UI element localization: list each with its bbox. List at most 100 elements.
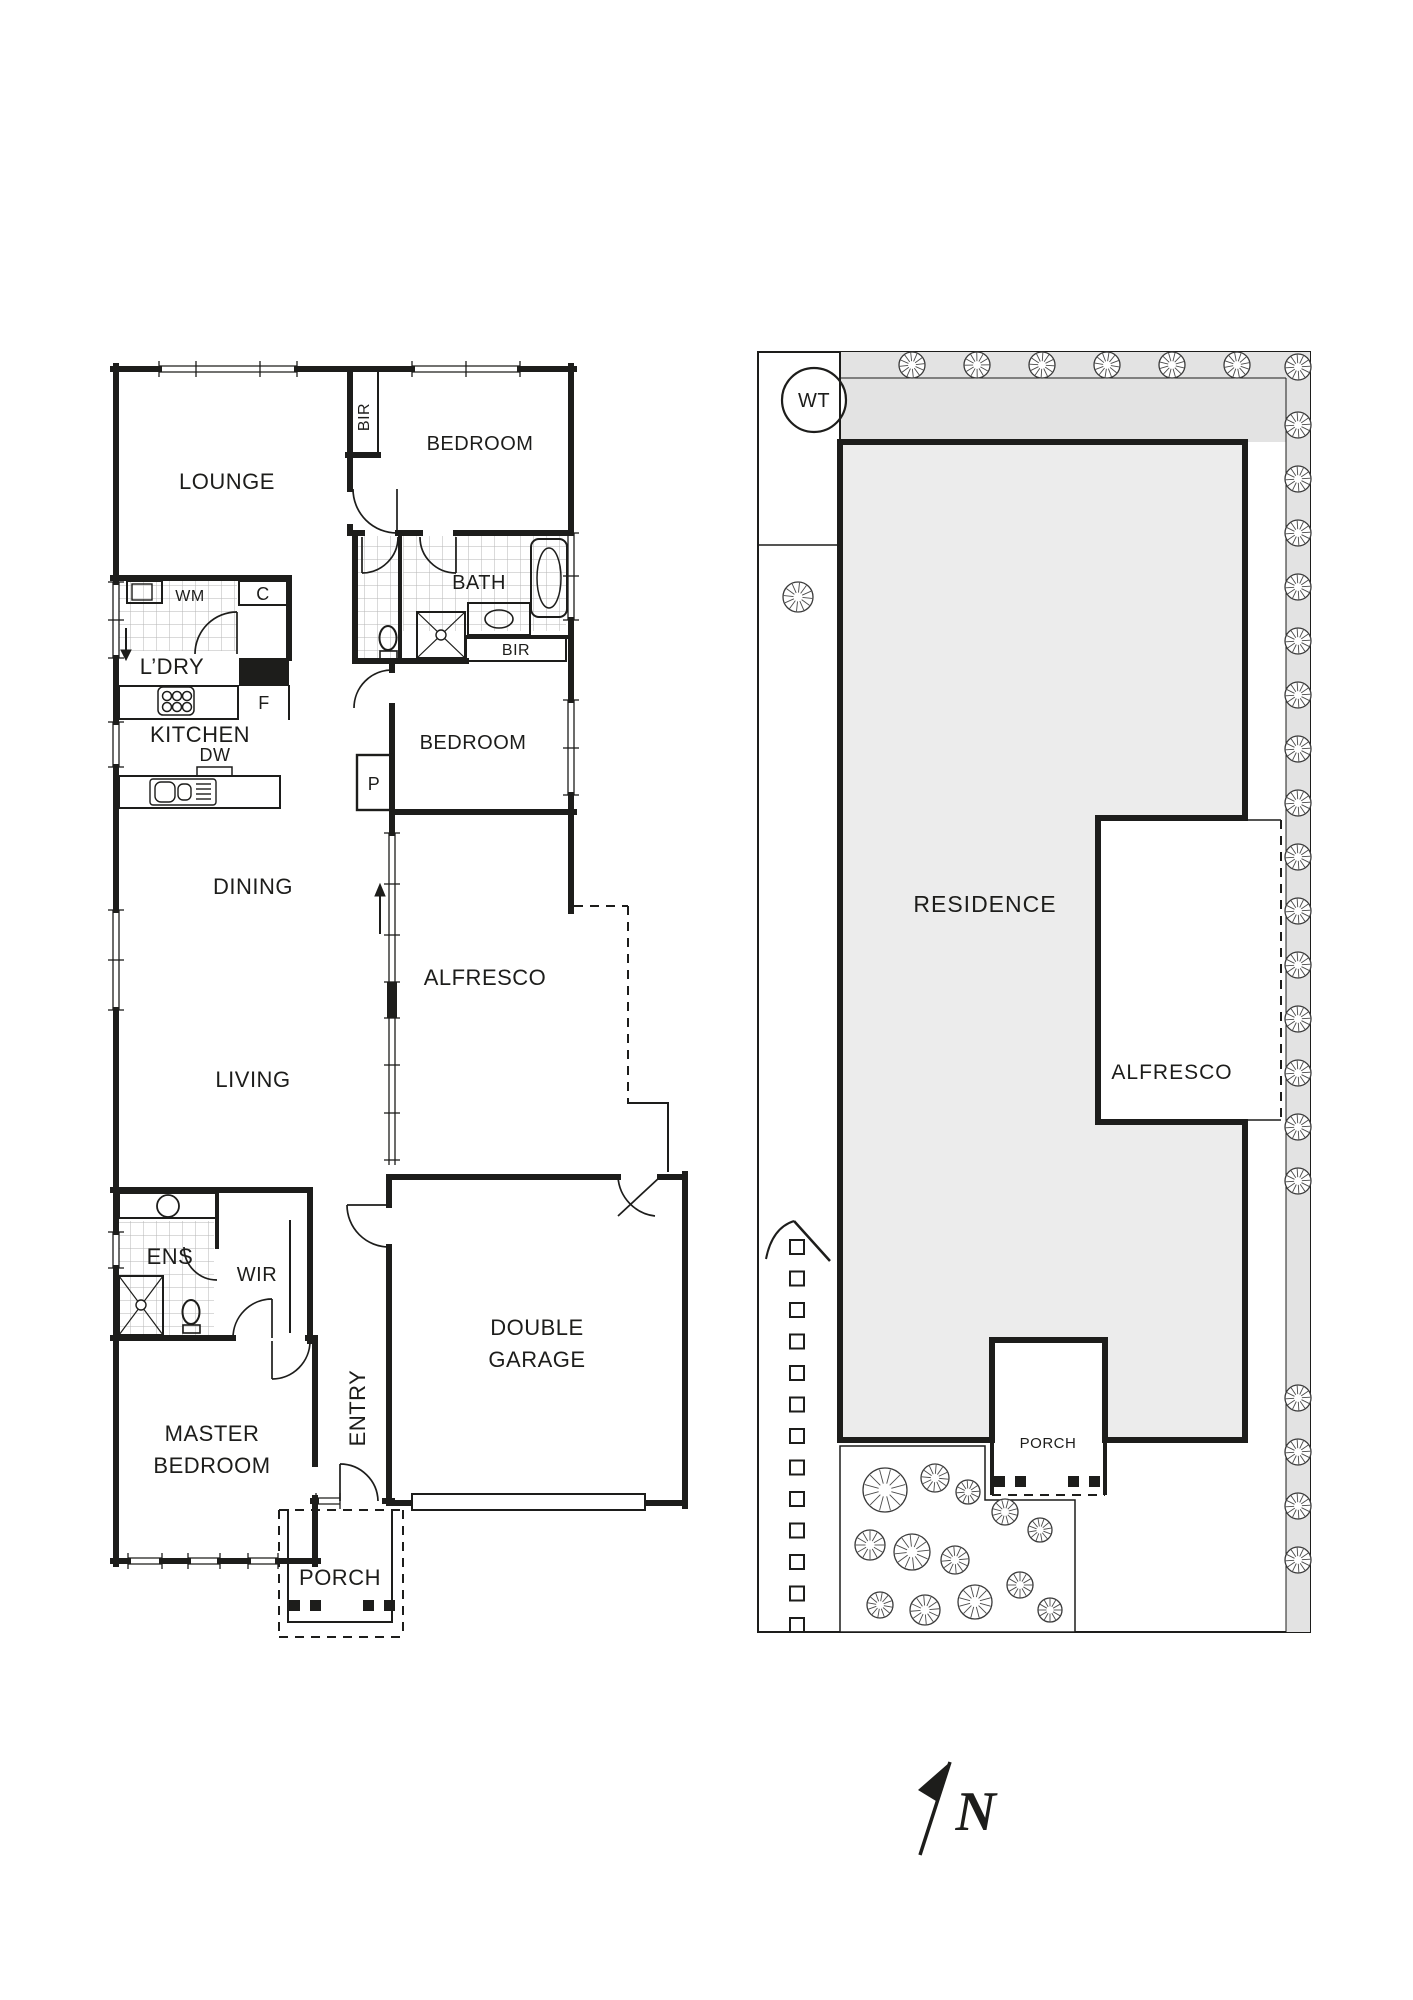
porch-label: PORCH [299, 1565, 381, 1590]
site-alfresco-label: ALFRESCO [1111, 1061, 1232, 1084]
tree-icon [957, 1584, 993, 1620]
tree-icon [782, 581, 814, 613]
bathtub-icon [530, 538, 568, 618]
tree-icon [1284, 519, 1312, 547]
ensuite-toilet-icon [181, 1299, 201, 1334]
tree-icon [1284, 411, 1312, 439]
site-plan [757, 351, 1312, 1633]
fixtures [118, 538, 568, 1336]
gate-icon [765, 1220, 831, 1262]
bir-top-label: BIR [356, 403, 373, 431]
tree-icon [1284, 1059, 1312, 1087]
site-porch-label: PORCH [1020, 1435, 1077, 1452]
cooktop-icon [157, 686, 195, 716]
master-label-2: BEDROOM [153, 1453, 270, 1478]
garage-label-2: GARAGE [488, 1347, 585, 1372]
tree-icon [1093, 351, 1121, 379]
ensuite-shower-icon [118, 1275, 164, 1336]
ensuite-vanity-icon [118, 1192, 218, 1219]
living-label: LIVING [215, 1067, 290, 1092]
dashed-outlines [278, 905, 629, 1638]
water-tank-icon [780, 366, 848, 434]
tree-icon [1006, 1571, 1034, 1599]
entry-label: ENTRY [345, 1370, 370, 1447]
wm-label: WM [175, 588, 204, 605]
tree-icon [1284, 1005, 1312, 1033]
tree-icon [1284, 843, 1312, 871]
fence-posts [789, 1239, 805, 1633]
bedroom-top-label: BEDROOM [427, 433, 534, 455]
tree-icon [1027, 1517, 1053, 1543]
master-label-1: MASTER [165, 1421, 260, 1446]
tree-icon [1284, 353, 1312, 381]
tree-icon [862, 1467, 908, 1513]
garage-label-1: DOUBLE [490, 1315, 583, 1340]
vanity-icon [467, 602, 531, 636]
toilet-icon [378, 625, 398, 660]
fridge-label: F [258, 693, 270, 713]
tree-icon [893, 1533, 931, 1571]
tree-icon [1037, 1597, 1063, 1623]
tree-icon [1284, 1438, 1312, 1466]
kitchen-label: KITCHEN [150, 722, 250, 747]
lounge-label: LOUNGE [179, 469, 275, 494]
tree-icon [1284, 1492, 1312, 1520]
bedroom-mid-label: BEDROOM [420, 732, 527, 754]
washing-machine-icon [126, 580, 163, 604]
island-bench [118, 775, 281, 809]
tree-icon [1158, 351, 1186, 379]
ensuite-label: ENS [147, 1244, 194, 1269]
tree-icon [898, 351, 926, 379]
north-label: N [955, 1781, 999, 1843]
dishwasher-label: DW [200, 745, 231, 765]
shower-icon [416, 611, 466, 659]
tree-icon [955, 1479, 981, 1505]
walls [110, 363, 688, 1567]
wir-label: WIR [237, 1264, 277, 1286]
site-alfresco-slab [1245, 819, 1282, 1121]
robe-box [465, 636, 567, 662]
labels: LOUNGE BEDROOM BIR BATH WM C L’DRY F KIT… [140, 390, 1232, 1590]
pantry-box [355, 753, 394, 812]
alfresco-door-arrow [374, 882, 386, 934]
tree-icon [866, 1591, 894, 1619]
tree-icon [940, 1545, 970, 1575]
bir-mid-label: BIR [502, 642, 530, 659]
wall-mass [239, 658, 289, 686]
tree-icon [1223, 351, 1251, 379]
residence-label: RESIDENCE [913, 891, 1056, 917]
tree-icon [1284, 1546, 1312, 1574]
tree-icon [1284, 465, 1312, 493]
dishwasher-box [196, 766, 233, 777]
slider-jamb [387, 982, 397, 1018]
tree-icon [1028, 351, 1056, 379]
north-arrow-icon: N [918, 1761, 999, 1856]
bath-label: BATH [452, 572, 506, 594]
tree-icon [909, 1594, 941, 1626]
tree-icon [991, 1498, 1019, 1526]
tree-icon [854, 1529, 886, 1561]
tree-icon [963, 351, 991, 379]
porch-pillars [289, 1476, 1100, 1611]
tree-icon [920, 1463, 950, 1493]
laundry-label: L’DRY [140, 654, 204, 679]
tree-icon [1284, 1113, 1312, 1141]
water-tank-label: WT [798, 390, 830, 412]
cupboard-label: C [256, 584, 270, 604]
tree-icon [1284, 627, 1312, 655]
site-porch [990, 1440, 1107, 1496]
tree-icon [1284, 1384, 1312, 1412]
tree-icon [1284, 573, 1312, 601]
tree-icon [1284, 789, 1312, 817]
pantry-label: P [368, 774, 381, 794]
floor-plan [108, 351, 1100, 1638]
tree-icon [1284, 681, 1312, 709]
cupboard-box [238, 580, 290, 606]
laundry-exit-arrow [120, 628, 132, 662]
tree-icon [1284, 897, 1312, 925]
tree-icon [1284, 951, 1312, 979]
door-swings [183, 488, 661, 1502]
alfresco-label: ALFRESCO [424, 965, 547, 990]
dining-label: DINING [213, 874, 293, 899]
garage-door [411, 1493, 646, 1511]
